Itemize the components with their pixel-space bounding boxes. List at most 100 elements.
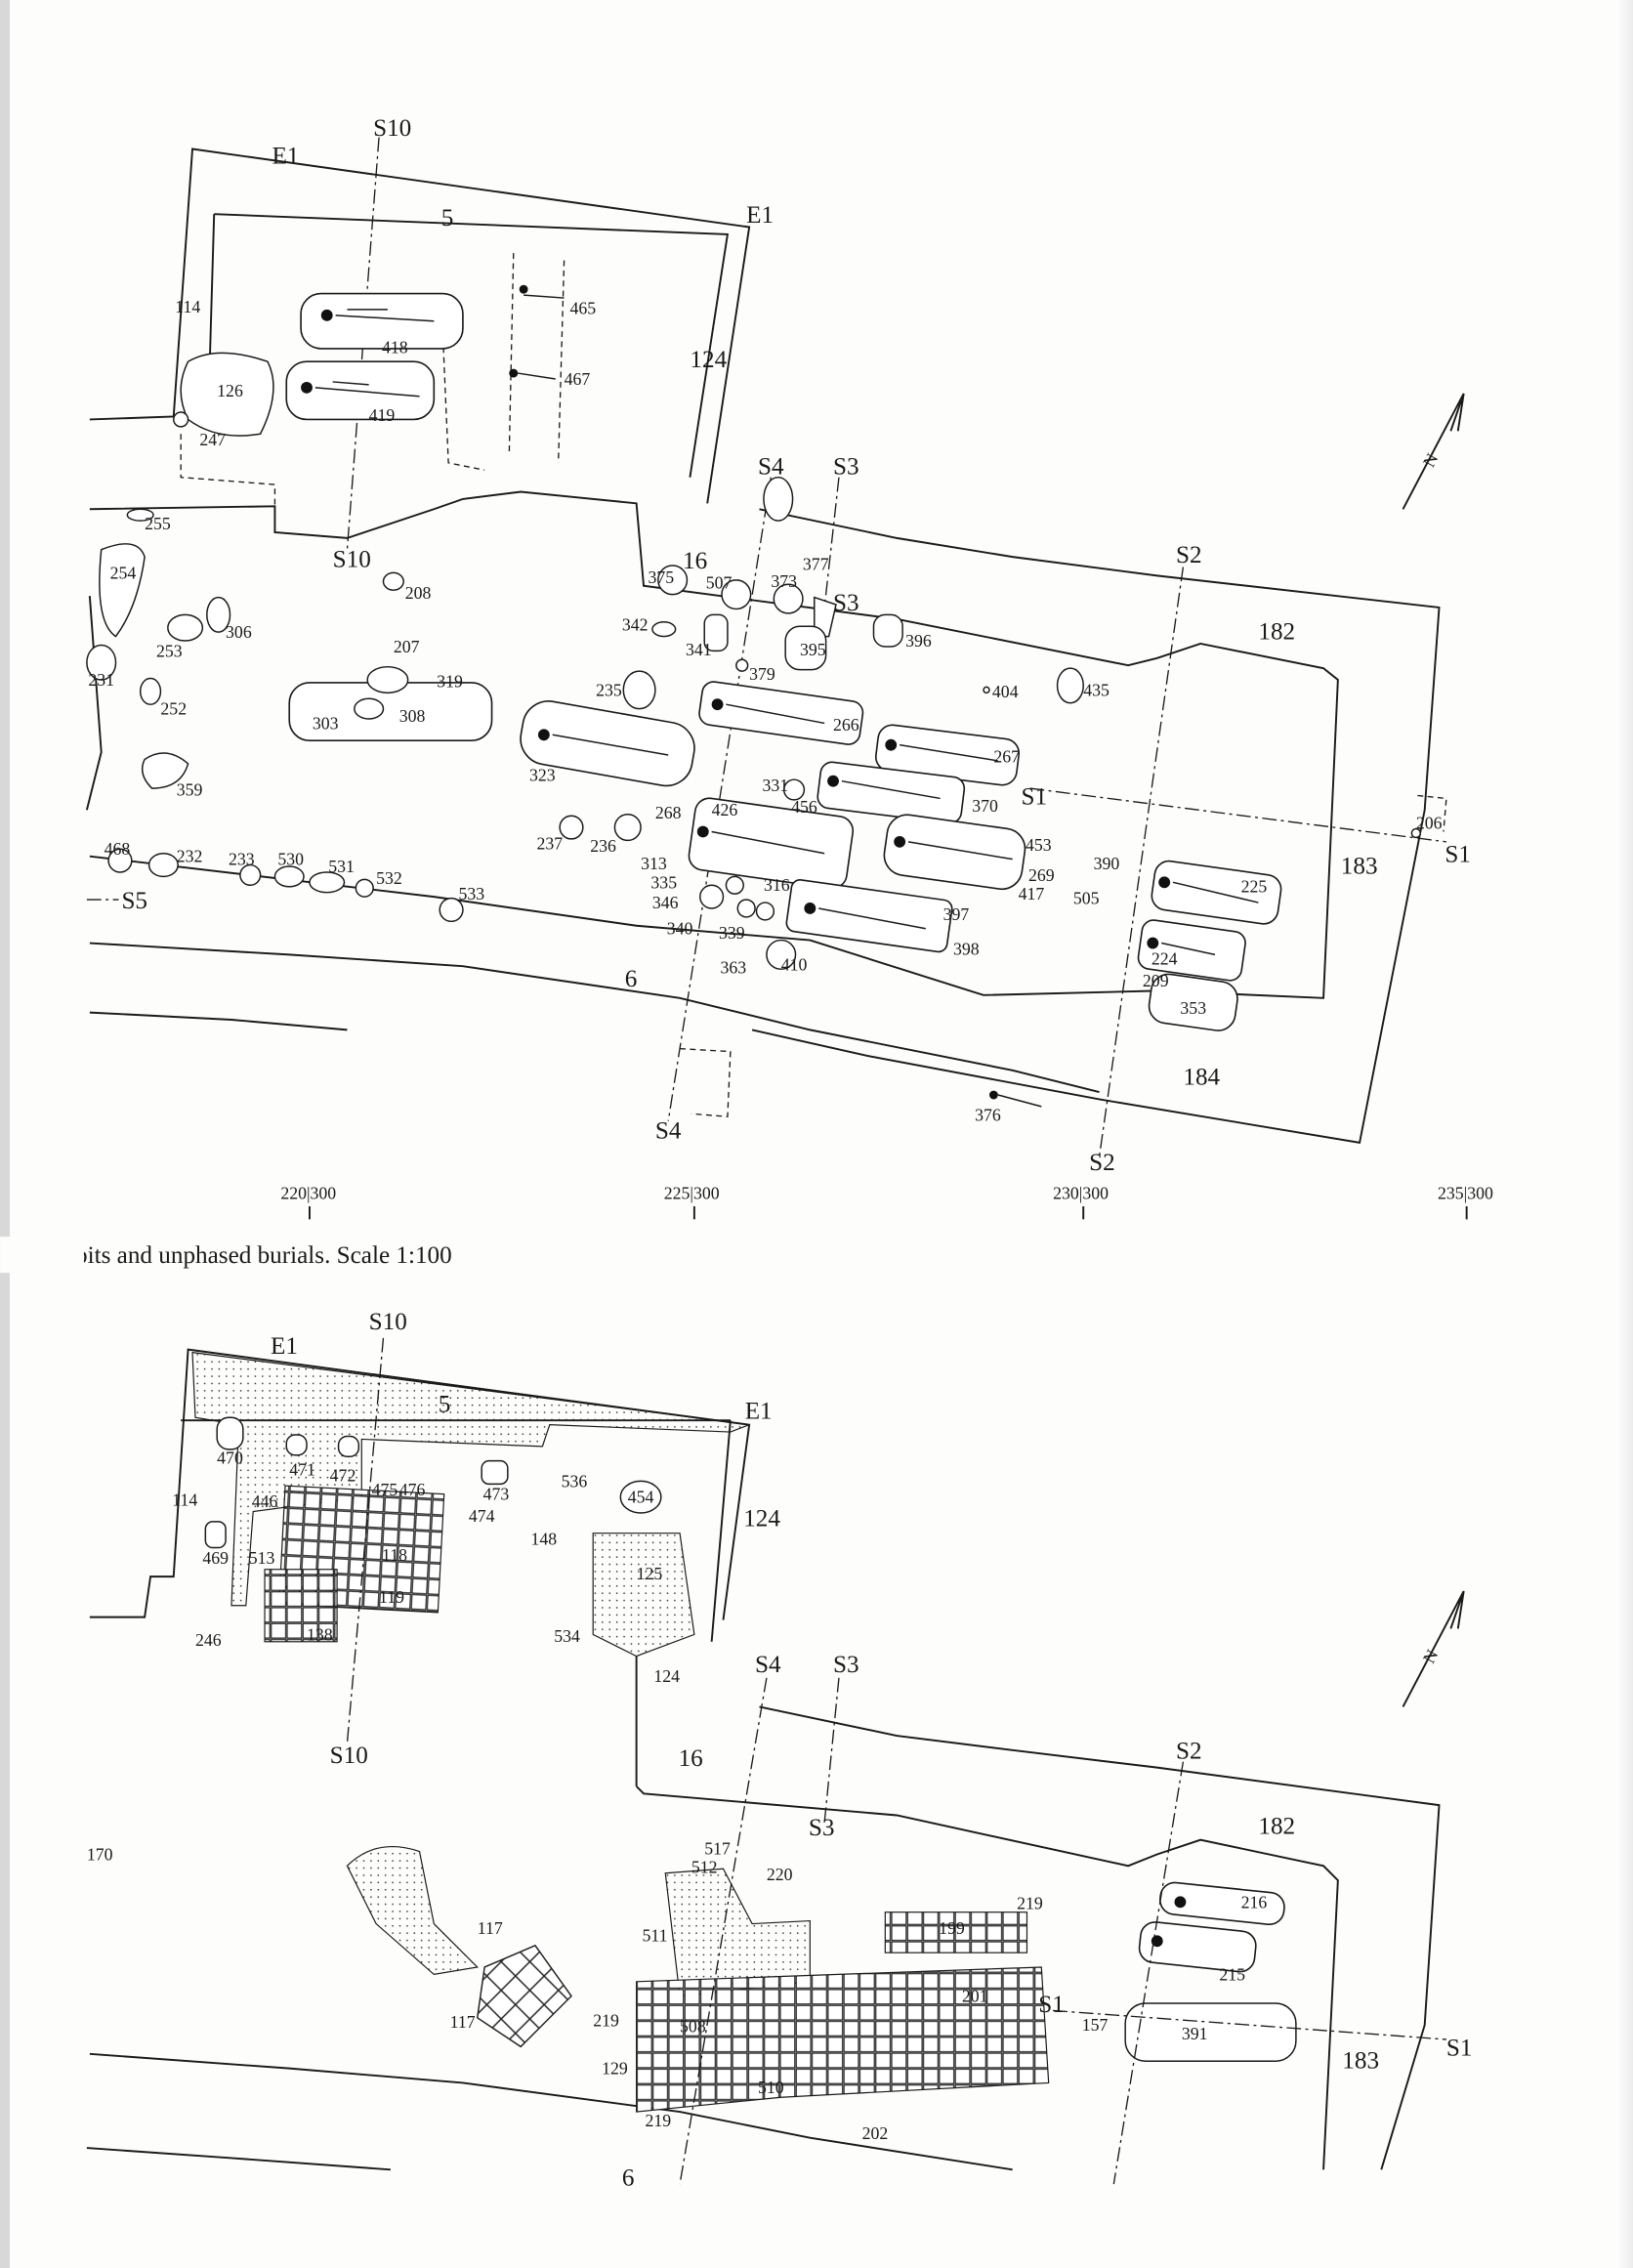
plan-label: 253 [156,641,183,660]
plan-label: 208 [405,583,432,603]
plan-label: 117 [450,2012,476,2032]
plan-label: 16 [679,1745,703,1772]
plan-label: S5 [121,888,147,914]
plan-label: 206 [1416,814,1443,833]
plan-label: 536 [562,1471,588,1491]
plan-label: 390 [1094,854,1120,873]
plan-label: 182 [1258,619,1295,646]
plan-label: S1 [1022,783,1048,810]
plan-label: 340 [667,919,693,939]
grid-coord: 220|300 [280,1184,336,1203]
plan-label: 303 [313,713,339,733]
plan-label: 182 [1258,1814,1295,1840]
plan-label: 125 [637,1564,663,1583]
section-lines [346,1337,1446,2185]
plan-label: 341 [686,640,712,659]
plan-label: 5 [441,205,454,231]
plan-label: 126 [217,381,243,400]
plan-label: 269 [1028,865,1055,885]
plan-label: 533 [458,884,484,903]
plan-label: 306 [226,622,252,642]
plan-label: S3 [833,454,859,481]
plan-label: 118 [382,1545,407,1565]
grave-215 [1138,1921,1257,1973]
plan-label: 456 [791,797,817,817]
plan-label: E1 [271,1333,298,1360]
plan-label: 246 [195,1630,222,1650]
plan-labels: S10 E1 5 E1 470 471 472 475 476 473 536 … [87,1309,1473,2192]
north-arrow: N [1402,1590,1465,1707]
plan-label: 319 [437,671,463,691]
section-lines [86,137,1447,1157]
plan-label: 148 [531,1530,558,1549]
plan-label: 454 [628,1488,654,1507]
plan-label: 233 [229,850,255,869]
plan-label: 184 [1183,1065,1220,1091]
plan-label: 391 [1182,2024,1208,2043]
plan-label: S4 [655,1117,682,1144]
plan-label: 219 [646,2111,672,2130]
plan-label: 377 [803,554,829,573]
plan-label: 313 [641,854,667,873]
plan-label: 359 [177,779,203,799]
bottom-plan: S10 E1 5 E1 470 471 472 475 476 473 536 … [86,1309,1473,2192]
plan-label: 373 [771,571,797,591]
grave-269 [883,814,1026,891]
plan-label: 435 [1083,680,1110,699]
grid-coord: 235|300 [1438,1184,1493,1203]
plan-label: 470 [217,1449,243,1468]
top-plan: S10 E1 5 E1 114 465 418 467 124 126 419 … [85,115,1471,1176]
plan-label: 124 [653,1666,680,1686]
plan-label: 323 [529,766,556,785]
plan-label: 237 [536,833,563,853]
feature-125 [592,1533,695,1658]
plan-label: 254 [110,563,137,582]
plan-label: S10 [373,115,411,142]
plan-label: 398 [953,939,980,958]
plan-label: 219 [593,2011,619,2031]
grave-397 [785,878,953,953]
plan-label: 375 [648,567,674,587]
plan-label: 370 [972,796,998,816]
plan-label: 124 [743,1505,780,1532]
plan-label: 379 [749,664,775,684]
plan-label: 507 [706,573,733,593]
grave-418 [300,292,464,350]
page-gutter-shadow [1615,0,1633,2268]
plan-label: 207 [394,637,420,656]
plan-label: 316 [764,875,790,895]
plan-label: 512 [691,1858,718,1877]
feature-117-hatched [476,1944,572,2048]
plan-label: 508 [680,2017,706,2037]
grave-323 [520,700,695,787]
plan-label: 6 [622,2165,635,2192]
plan-label: S1 [1038,1992,1065,2018]
plan-label: 469 [202,1548,229,1568]
plan-label: 183 [1342,2048,1379,2075]
plan-label: 119 [379,1587,404,1607]
plan-label: 532 [376,868,402,888]
plan-label: 513 [249,1548,275,1568]
plan-label: 418 [382,337,408,357]
plan-label: 232 [177,847,203,866]
plan-label: 219 [1017,1894,1043,1913]
plan-label: 267 [993,746,1020,766]
plan-label: S2 [1176,1739,1202,1765]
plan-label: 114 [172,1491,197,1510]
plan-label: 339 [719,923,745,943]
plan-label: 6 [625,966,638,992]
plan-label: 475 [372,1480,398,1499]
plan-label: S1 [1445,842,1471,868]
plan-label: 342 [622,615,649,635]
tile-floor-138 [264,1569,338,1643]
tile-floor-199 [884,1911,1028,1953]
plan-label: 252 [160,699,187,719]
plan-label: 510 [758,2078,784,2097]
plan-label: S10 [333,547,371,573]
plan-label: S10 [369,1309,407,1335]
plan-label: 335 [650,872,677,892]
plan-label: 124 [690,347,727,373]
plan-label: 472 [330,1465,356,1485]
plan-label: 231 [88,670,114,690]
